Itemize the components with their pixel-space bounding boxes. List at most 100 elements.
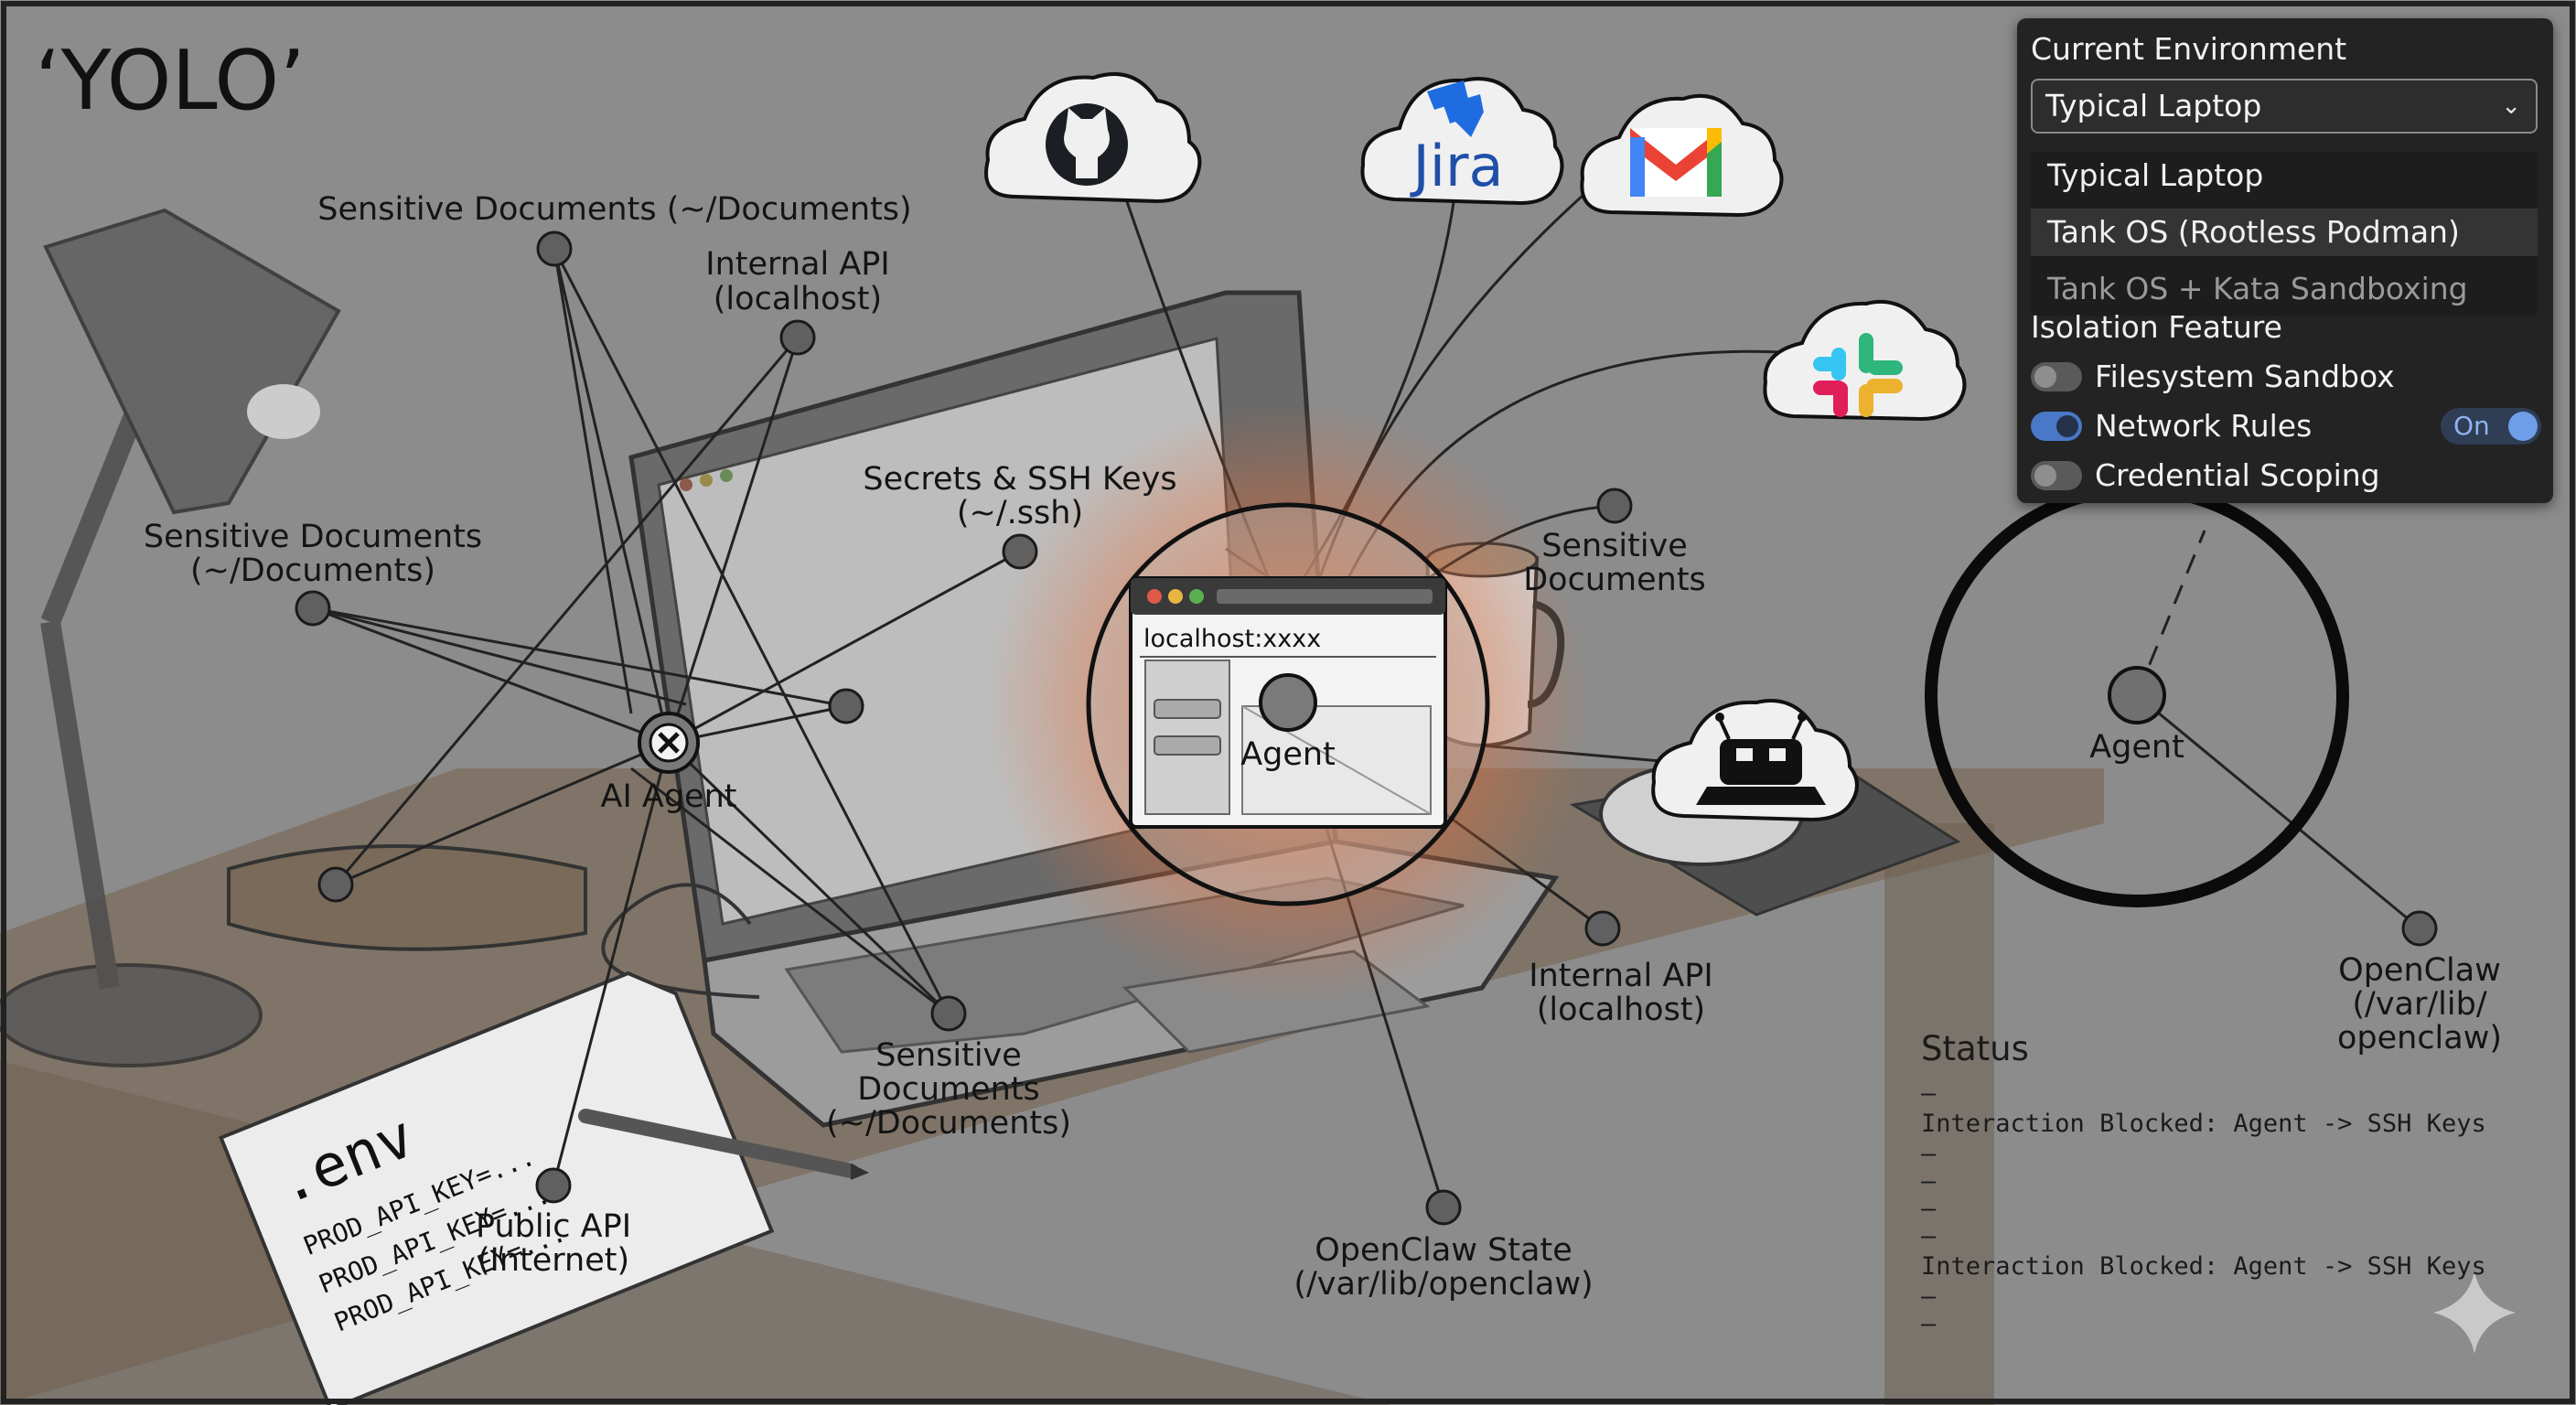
node-unlabeled[interactable] (828, 688, 864, 724)
env-file-note: .env PROD_API_KEY=... PROD_API_KEY=... P… (218, 971, 775, 1405)
environment-options: Typical Laptop Tank OS (Rootless Podman)… (2031, 152, 2538, 316)
browser-minimize-dot[interactable] (1168, 589, 1183, 604)
chevron-down-icon: ⌄ (2501, 92, 2521, 120)
label-secrets-2: (~/.ssh) (957, 495, 1083, 531)
feature-credential-scoping: Credential Scoping (2031, 454, 2543, 498)
link-agent-docs-bottom-b (630, 767, 950, 1015)
label-secrets-1: Secrets & SSH Keys (863, 461, 1176, 498)
right-agent-node[interactable] (2108, 666, 2166, 724)
env-option-tank-os-kata[interactable]: Tank OS + Kata Sandboxing (2047, 271, 2468, 306)
filesystem-sandbox-toggle[interactable] (2031, 362, 2082, 391)
env-option-typical-laptop[interactable]: Typical Laptop (2047, 157, 2264, 193)
nodes (295, 231, 2438, 1226)
node-docs-bottom[interactable] (930, 995, 967, 1032)
label-ai-agent: AI Agent (601, 778, 737, 815)
env-option-tank-os[interactable]: Tank OS (Rootless Podman) (2031, 209, 2538, 256)
github-cloud[interactable] (984, 71, 1202, 204)
label-docs-left-2: (~/Documents) (190, 552, 435, 589)
desk-leg (1884, 823, 1994, 1405)
label-docs-right-1: Sensitive (1541, 528, 1688, 564)
label-docs-bottom-2: Documents (857, 1071, 1040, 1108)
status-line-9: – (1921, 1310, 1937, 1338)
node-openclaw-state[interactable] (1425, 1189, 1462, 1226)
label-internal-api-left-2: (localhost) (714, 281, 882, 317)
network-rules-label: Network Rules (2095, 408, 2313, 444)
jira-text: Jira (1410, 133, 1504, 199)
link-internal-headset (334, 337, 800, 885)
environment-select[interactable]: Typical Laptop ⌄ (2031, 79, 2538, 134)
node-public-api[interactable] (535, 1167, 572, 1204)
filesystem-sandbox-label: Filesystem Sandbox (2095, 359, 2395, 394)
label-docs-bottom-1: Sensitive (875, 1037, 1022, 1074)
link-agent-docs-bottom (667, 741, 950, 1015)
sparkle-icon (2433, 1271, 2516, 1354)
status-line-2: Interaction Blocked: Agent -> SSH Keys (1921, 1110, 2486, 1138)
node-docs-top[interactable] (536, 231, 573, 267)
label-docs-top: Sensitive Documents (~/Documents) (317, 191, 911, 228)
label-openclaw-right-1: OpenClaw (2338, 952, 2501, 989)
gmail-cloud[interactable] (1580, 93, 1784, 218)
robot-cloud[interactable] (1651, 699, 1859, 822)
browser-maximize-dot[interactable] (1189, 589, 1204, 604)
status-line-6: – (1921, 1222, 1937, 1250)
label-agent-center: Agent (1240, 736, 1336, 773)
label-openclaw-right-2: (/var/lib/ (2352, 986, 2486, 1023)
label-docs-left-1: Sensitive Documents (144, 519, 482, 555)
ai-agent-node[interactable] (638, 712, 700, 774)
link-docs-top-b (553, 248, 950, 1014)
link-agent-right-dashed (2135, 530, 2206, 696)
center-agent-node[interactable] (1259, 673, 1317, 732)
status-line-4: – (1921, 1167, 1937, 1196)
node-docs-right[interactable] (1596, 488, 1633, 524)
node-openclaw-right[interactable] (2401, 910, 2438, 947)
label-internal-api-right-2: (localhost) (1537, 992, 1705, 1028)
status-line-7: Interaction Blocked: Agent -> SSH Keys (1921, 1252, 2486, 1281)
node-docs-left[interactable] (295, 590, 331, 627)
labels: Sensitive Documents (~/Documents) Intern… (144, 191, 2502, 1303)
browser-close-dot[interactable] (1147, 589, 1162, 604)
status-line-5: – (1921, 1195, 1937, 1223)
page-title: ‘YOLO’ (35, 33, 306, 129)
slack-cloud[interactable] (1763, 299, 1967, 422)
slack-icon (1813, 333, 1903, 417)
label-internal-api-right-1: Internal API (1529, 958, 1712, 994)
pen (578, 1109, 869, 1180)
node-headset[interactable] (317, 866, 354, 903)
network-rules-on-switch[interactable]: On (2441, 408, 2541, 445)
desk-lamp (0, 208, 341, 1067)
link-agent-right-openclaw (2136, 693, 2420, 930)
link-docs-left-b (312, 606, 687, 706)
label-openclaw-state-2: (/var/lib/openclaw) (1293, 1266, 1593, 1303)
link-docs-top-a (553, 248, 633, 714)
status-line-8: – (1921, 1282, 1937, 1311)
label-agent-right: Agent (2089, 729, 2184, 766)
robot-icon (1696, 713, 1826, 805)
feature-network-rules: Network Rules On (2031, 404, 2543, 448)
credential-scoping-toggle[interactable] (2031, 461, 2082, 490)
network-rules-toggle[interactable] (2031, 412, 2082, 441)
node-internal-api-left[interactable] (779, 319, 816, 356)
status-line-3: – (1921, 1140, 1937, 1168)
node-internal-api-right[interactable] (1584, 910, 1621, 947)
label-public-api-1: Public API (476, 1208, 631, 1245)
link-docs-left-a (312, 606, 847, 708)
headset (227, 844, 587, 951)
jira-cloud[interactable]: Jira (1360, 77, 1564, 206)
label-openclaw-state-1: OpenClaw State (1315, 1232, 1572, 1269)
label-openclaw-right-3: openclaw) (2337, 1020, 2502, 1056)
link-agent-ssh (668, 550, 1021, 745)
jira-icon (1427, 80, 1484, 137)
link-agent-internal-api (667, 337, 800, 744)
environment-select-value: Typical Laptop (2045, 88, 2262, 123)
on-label: On (2453, 411, 2490, 441)
link-agent-headset (335, 741, 670, 886)
env-title: Current Environment (2031, 31, 2347, 67)
link-agent-docs-left (312, 606, 670, 745)
label-docs-bottom-3: (~/Documents) (826, 1105, 1071, 1142)
link-agent-public-api (552, 742, 671, 1186)
label-internal-api-left-1: Internal API (705, 246, 889, 283)
isolation-title: Isolation Feature (2031, 309, 2282, 345)
browser-url: localhost:xxxx (1143, 625, 1321, 653)
label-public-api-2: (Internet) (478, 1242, 629, 1279)
